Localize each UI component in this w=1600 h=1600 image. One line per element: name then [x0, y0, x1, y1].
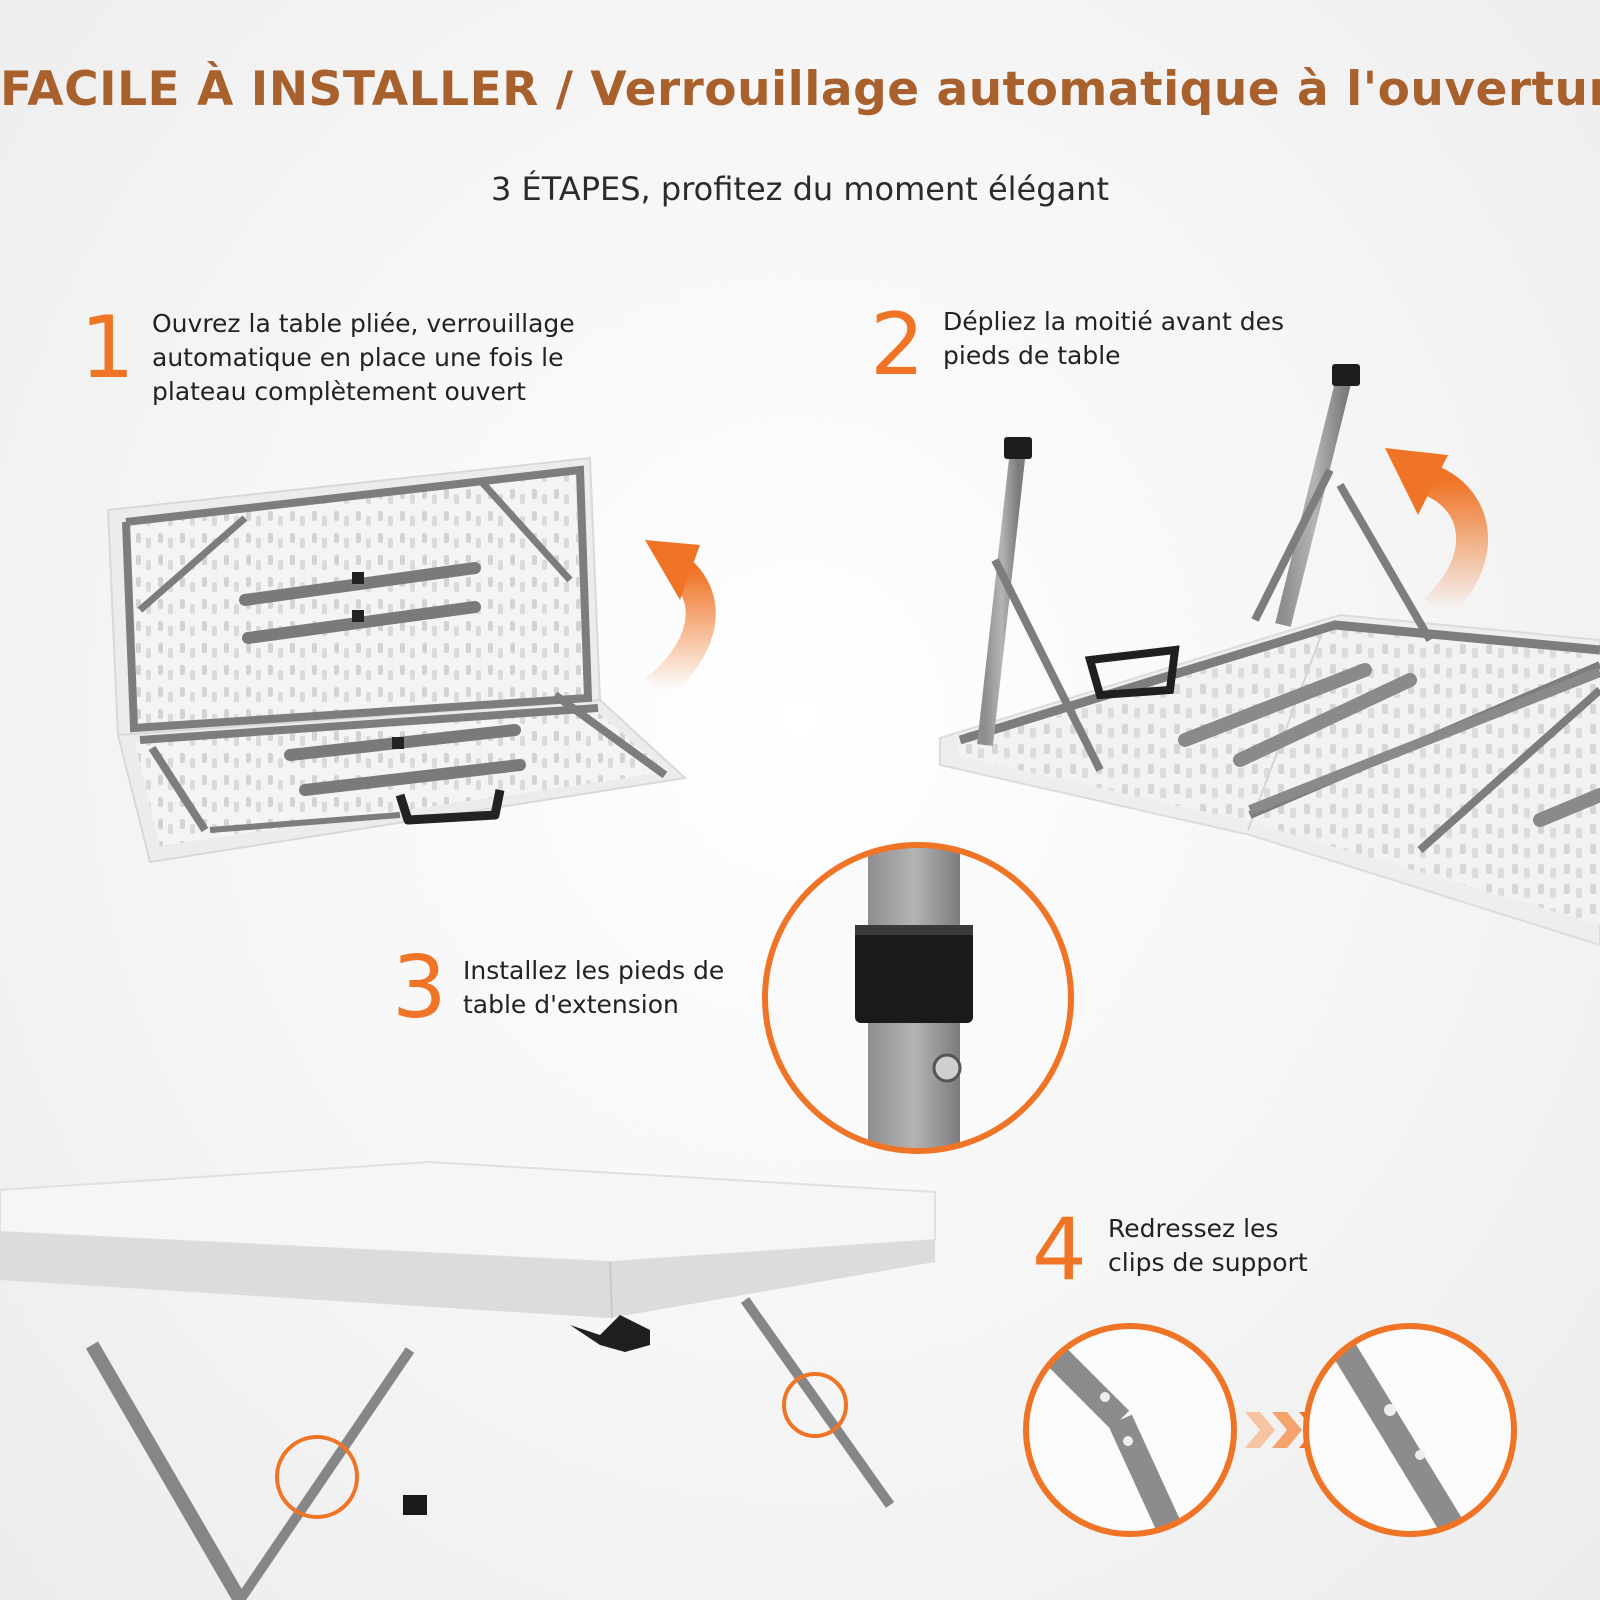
step-2-text: Dépliez la moitié avant des pieds de tab…	[943, 305, 1284, 373]
step-3-line: table d'extension	[463, 990, 679, 1019]
open-case	[106, 456, 688, 864]
page-subtitle: 3 ÉTAPES, profitez du moment élégant	[491, 170, 1109, 208]
extension-leg-zoom	[762, 842, 1074, 1154]
step-1-line: Ouvrez la table pliée, verrouillage	[152, 309, 575, 338]
curved-arrow-icon	[1385, 448, 1488, 622]
step-3-text: Installez les pieds de table d'extension	[463, 954, 724, 1022]
step-4-line: clips de support	[1108, 1248, 1308, 1277]
step-2-line: pieds de table	[943, 341, 1121, 370]
step-4-text: Redressez les clips de support	[1108, 1212, 1308, 1280]
step-2-number: 2	[870, 295, 925, 395]
clip-straight-zoom	[1303, 1323, 1517, 1537]
step-3-number: 3	[392, 938, 447, 1038]
step-1-text: Ouvrez la table pliée, verrouillage auto…	[152, 307, 575, 409]
clip-marker	[275, 1435, 359, 1519]
clip-bent-zoom	[1023, 1323, 1237, 1537]
step-1-line: plateau complètement ouvert	[152, 377, 526, 406]
curved-arrow-icon	[645, 540, 716, 702]
step-2-line: Dépliez la moitié avant des	[943, 307, 1285, 336]
assembled-table	[0, 1160, 936, 1600]
step-1-line: automatique en place une fois le	[152, 343, 564, 372]
unfolding-table	[939, 364, 1600, 947]
step-1-number: 1	[80, 298, 135, 398]
page-title: FACILE À INSTALLER / Verrouillage automa…	[0, 62, 1600, 117]
clip-marker	[782, 1372, 848, 1438]
step-4-line: Redressez les	[1108, 1214, 1279, 1243]
step-4-number: 4	[1032, 1200, 1087, 1300]
step-3-line: Installez les pieds de	[463, 956, 725, 985]
